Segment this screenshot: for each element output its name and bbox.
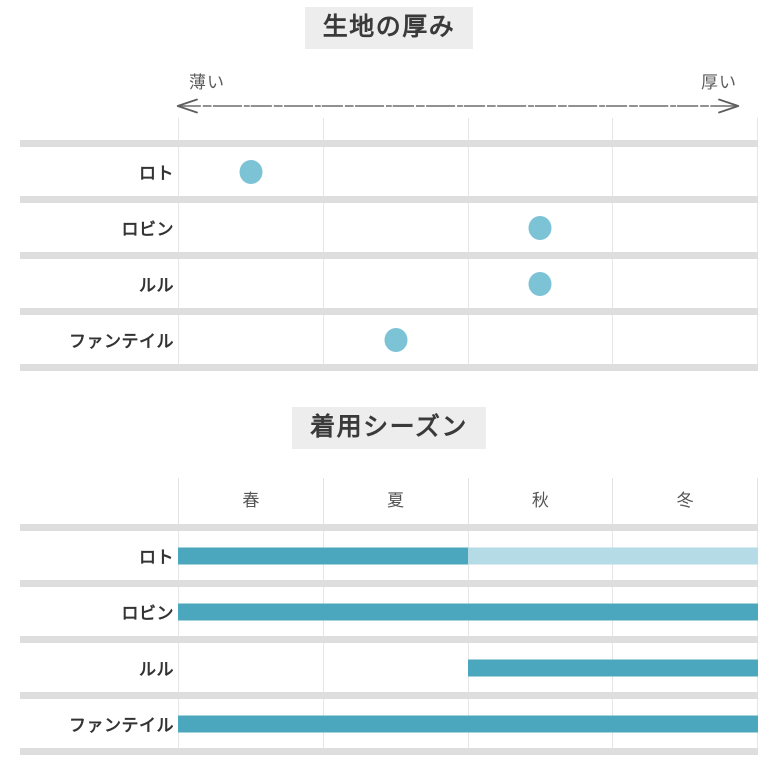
row-separator xyxy=(20,524,758,531)
row-cells-fantail xyxy=(178,699,758,748)
row-label-fantail: ファンテイル xyxy=(69,716,174,735)
chart-title-season: 着用シーズン xyxy=(292,406,486,450)
cell-fantail-winter xyxy=(612,699,758,748)
axis-label-thick: 厚い xyxy=(701,73,737,92)
row-label-roto: ロト xyxy=(139,548,174,567)
header-summer: 夏 xyxy=(322,478,468,524)
row-label-lulu: ルル xyxy=(139,276,174,295)
row-separator xyxy=(20,748,758,755)
cell-robin-4 xyxy=(612,203,758,252)
cell-robin-1 xyxy=(178,203,323,252)
cell-roto-1 xyxy=(178,147,323,196)
cell-fantail-4 xyxy=(612,315,758,364)
chart-title-thickness: 生地の厚み xyxy=(304,6,474,50)
table-row[interactable]: ロビン xyxy=(20,587,758,636)
thickness-grid-spacer-row xyxy=(20,118,758,140)
cell-fantail-spring xyxy=(178,699,323,748)
row-separator xyxy=(20,252,758,259)
cell-fantail-1 xyxy=(178,315,323,364)
cell-lulu-spring xyxy=(178,643,323,692)
cell-roto-3 xyxy=(467,147,613,196)
thickness-dot xyxy=(384,327,408,352)
row-cells-robin xyxy=(178,587,758,636)
row-separator xyxy=(20,692,758,699)
cell-robin-summer xyxy=(322,587,468,636)
grid-col-3 xyxy=(467,118,613,140)
cell-lulu-3 xyxy=(467,259,613,308)
double-headed-arrow-icon xyxy=(168,94,748,118)
row-cells-roto xyxy=(178,147,758,196)
season-grid-header: 春 夏 秋 冬 xyxy=(20,478,758,524)
cell-roto-4 xyxy=(612,147,758,196)
row-separator xyxy=(20,308,758,315)
row-separator xyxy=(20,140,758,147)
header-winter: 冬 xyxy=(612,478,758,524)
table-row[interactable]: ルル xyxy=(20,643,758,692)
cell-roto-spring xyxy=(178,531,323,580)
thickness-axis: 薄い 厚い xyxy=(20,56,758,118)
row-label-robin: ロビン xyxy=(121,220,174,239)
spacer-cells xyxy=(178,118,758,140)
title-row-thickness: 生地の厚み xyxy=(0,0,778,56)
cell-robin-2 xyxy=(322,203,468,252)
row-label-fantail: ファンテイル xyxy=(69,332,174,351)
axis-label-thin: 薄い xyxy=(189,73,225,92)
row-cells-roto xyxy=(178,531,758,580)
header-spring: 春 xyxy=(178,478,323,524)
row-cells-fantail xyxy=(178,315,758,364)
spacer-label xyxy=(20,118,178,140)
chart-wearing-season: 着用シーズン 春 夏 秋 冬 ロト ロビン xyxy=(0,400,778,755)
table-row[interactable]: ファンテイル xyxy=(20,699,758,748)
row-label-lulu: ルル xyxy=(139,660,174,679)
table-row[interactable]: ロト xyxy=(20,531,758,580)
thickness-dot xyxy=(528,215,552,240)
cell-roto-summer xyxy=(322,531,468,580)
row-separator xyxy=(20,196,758,203)
row-cells-robin xyxy=(178,203,758,252)
row-label-robin: ロビン xyxy=(121,604,174,623)
grid-col-1 xyxy=(178,118,323,140)
grid-col-2 xyxy=(322,118,468,140)
row-separator xyxy=(20,364,758,371)
thickness-grid: ロト ロビン ルル xyxy=(20,118,758,371)
title-row-season: 着用シーズン xyxy=(0,400,778,456)
cell-robin-spring xyxy=(178,587,323,636)
header-autumn: 秋 xyxy=(467,478,613,524)
season-grid: 春 夏 秋 冬 ロト ロビン xyxy=(20,478,758,755)
row-cells-lulu xyxy=(178,259,758,308)
cell-fantail-autumn xyxy=(467,699,613,748)
grid-col-4 xyxy=(612,118,758,140)
cell-roto-autumn xyxy=(467,531,613,580)
cell-roto-2 xyxy=(322,147,468,196)
row-separator xyxy=(20,580,758,587)
cell-robin-3 xyxy=(467,203,613,252)
table-row[interactable]: ルル xyxy=(20,259,758,308)
cell-lulu-2 xyxy=(322,259,468,308)
cell-robin-autumn xyxy=(467,587,613,636)
table-row[interactable]: ロト xyxy=(20,147,758,196)
cell-lulu-autumn xyxy=(467,643,613,692)
cell-lulu-4 xyxy=(612,259,758,308)
cell-lulu-1 xyxy=(178,259,323,308)
chart-fabric-thickness: 生地の厚み 薄い 厚い ロト xyxy=(0,0,778,371)
cell-fantail-3 xyxy=(467,315,613,364)
cell-robin-winter xyxy=(612,587,758,636)
cell-lulu-summer xyxy=(322,643,468,692)
row-separator xyxy=(20,636,758,643)
cell-roto-winter xyxy=(612,531,758,580)
row-cells-lulu xyxy=(178,643,758,692)
cell-lulu-winter xyxy=(612,643,758,692)
thickness-dot xyxy=(239,159,263,184)
cell-fantail-summer xyxy=(322,699,468,748)
table-row[interactable]: ロビン xyxy=(20,203,758,252)
thickness-dot xyxy=(528,271,552,296)
cell-fantail-2 xyxy=(322,315,468,364)
row-label-roto: ロト xyxy=(139,164,174,183)
table-row[interactable]: ファンテイル xyxy=(20,315,758,364)
